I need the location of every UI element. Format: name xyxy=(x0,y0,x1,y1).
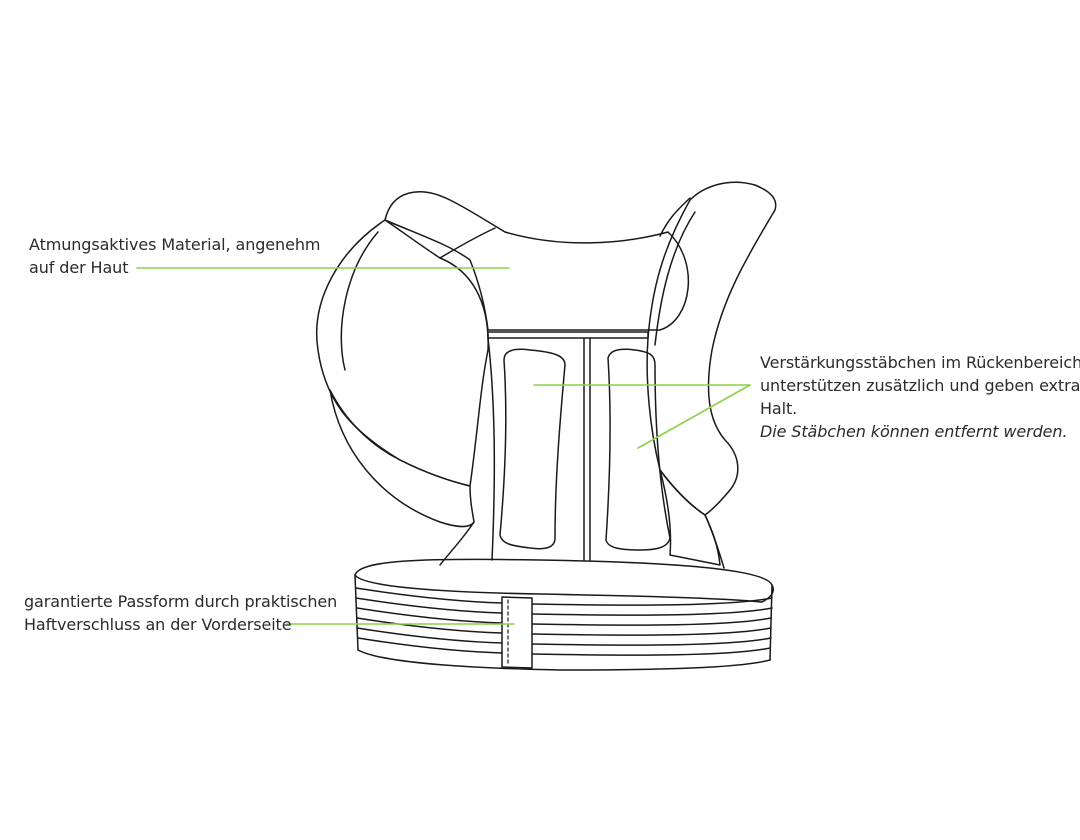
left-lower-band xyxy=(329,389,475,528)
belt-stripe xyxy=(356,617,772,636)
right-rod xyxy=(605,348,671,551)
annotation-material: Atmungsaktives Material, angenehm auf de… xyxy=(29,233,320,279)
leader-line-rods-right xyxy=(637,384,751,449)
belt-stripe xyxy=(355,587,773,606)
annotation-closure-line-2: Haftverschluss an der Vorderseite xyxy=(24,615,292,634)
left-strap-inner-line xyxy=(340,231,379,371)
belt-stripe xyxy=(357,637,771,656)
waist-panel-left xyxy=(439,521,475,566)
left-rod xyxy=(499,348,566,550)
velcro-closure-tab xyxy=(501,596,533,669)
annotation-closure-line-1: garantierte Passform durch praktischen xyxy=(24,592,338,611)
back-body-panel xyxy=(384,191,690,331)
belt-stripe xyxy=(355,597,773,616)
annotation-closure: garantierte Passform durch praktischen H… xyxy=(24,590,337,636)
waist-panel-right xyxy=(704,514,725,569)
annotation-rods-line-3: Halt. xyxy=(760,399,798,418)
annotation-material-line-2: auf der Haut xyxy=(29,258,129,277)
right-shoulder-strap xyxy=(646,181,777,516)
belt-stripe xyxy=(356,607,772,626)
belt-top xyxy=(354,558,774,603)
rod-panel xyxy=(487,331,649,339)
annotation-material-line-1: Atmungsaktives Material, angenehm xyxy=(29,235,321,254)
annotation-rods-line-1: Verstärkungsstäbchen im Rückenbereich xyxy=(760,353,1080,372)
yoke-line xyxy=(439,227,496,259)
rod-panel-left-edge xyxy=(487,337,496,561)
annotation-rods-note: Die Stäbchen können entfernt werden. xyxy=(760,422,1068,441)
belt-left-edge xyxy=(354,574,359,651)
belt-stripe xyxy=(356,627,772,646)
right-shoulder-seam xyxy=(659,197,691,237)
belt-bottom xyxy=(357,649,771,671)
annotation-rods: Verstärkungsstäbchen im Rückenbereich un… xyxy=(760,351,1080,443)
right-strap-inner-line xyxy=(654,211,696,346)
belt-top-inner xyxy=(354,574,763,603)
right-lower-panel xyxy=(659,469,721,566)
annotation-rods-line-2: unterstützen zusätzlich und geben extra xyxy=(760,376,1080,395)
